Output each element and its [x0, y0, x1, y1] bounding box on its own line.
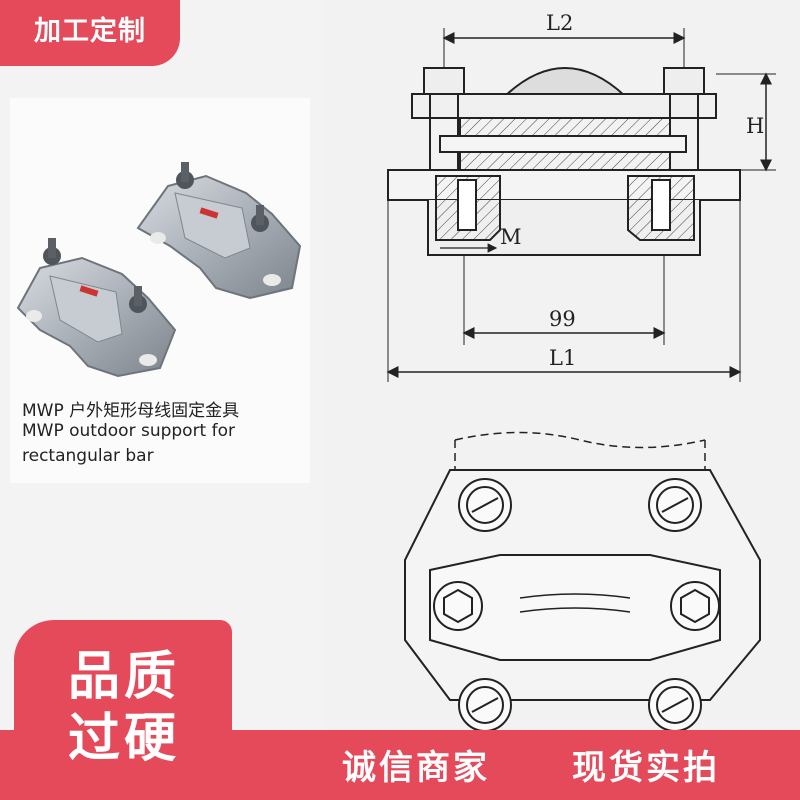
caption-line-en-1: MWP outdoor support for: [22, 421, 236, 441]
custom-badge: [0, 0, 180, 66]
upper-clamp: [136, 162, 302, 300]
dim-h-label: H: [746, 114, 764, 138]
lower-clamp: [16, 238, 177, 378]
dim-m-label: M: [500, 225, 522, 249]
custom-badge-text: 加工定制: [34, 16, 146, 47]
dim-l2-label: L2: [546, 11, 573, 35]
quality-badge-line2: 过硬: [67, 709, 180, 769]
clamp-illustration: [16, 162, 302, 378]
caption-line-en-2: rectangular bar: [22, 446, 154, 466]
quality-badge: [14, 620, 232, 800]
slogan-left: 诚信商家: [342, 748, 490, 788]
quality-badge-line1: 品质: [67, 647, 180, 707]
dim-l1-label: L1: [549, 346, 576, 370]
product-photo: [10, 98, 310, 483]
slogan-right: 现货实拍: [572, 748, 720, 788]
dim-99-label: 99: [549, 307, 576, 331]
plan-view: [404, 431, 761, 732]
caption-line-cn: MWP 户外矩形母线固定金具: [22, 401, 240, 421]
